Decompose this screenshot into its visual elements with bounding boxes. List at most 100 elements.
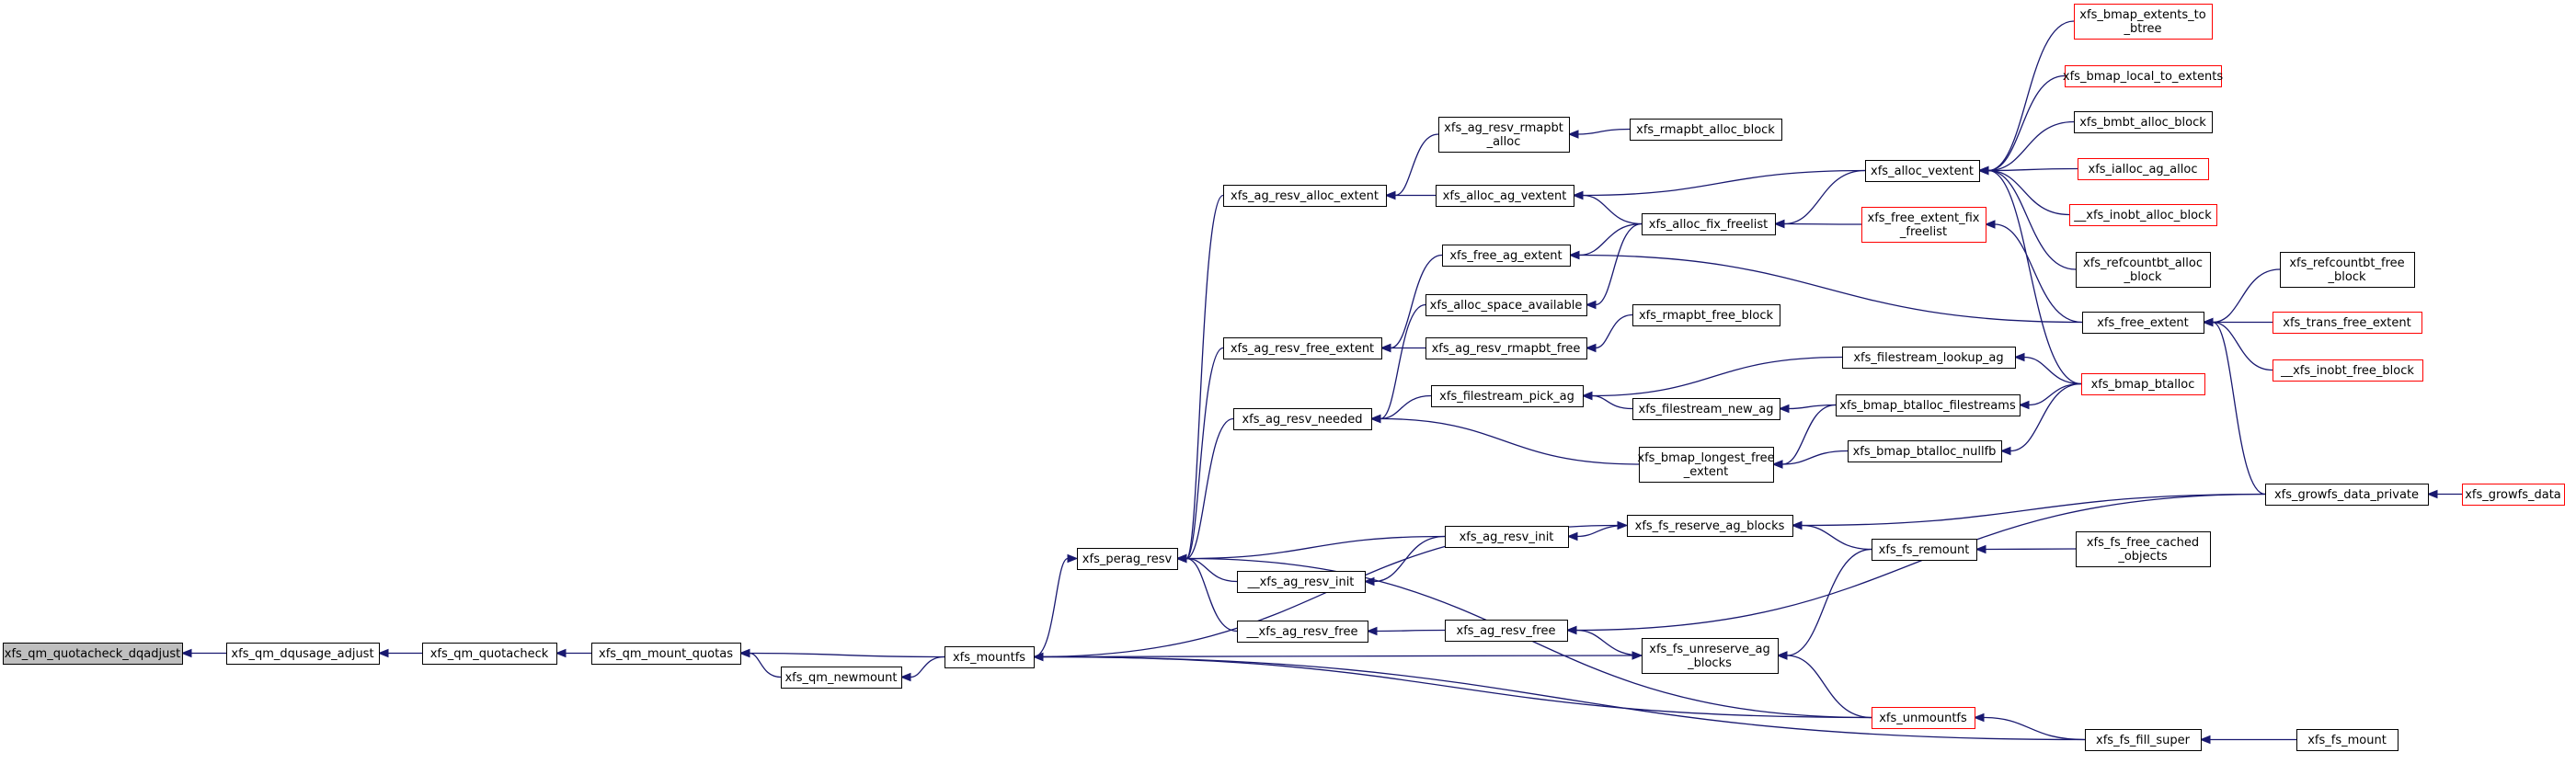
edge-bmapextentstobtree-to-allocvextent <box>1987 20 2075 172</box>
node-label: _objects <box>2117 550 2168 564</box>
node-label: xfs_free_extent_fix <box>1868 211 1980 225</box>
node-label: __xfs_ag_resv_init <box>1247 576 1355 589</box>
node-agresvinit[interactable]: xfs_ag_resv_init <box>1445 526 1569 548</box>
edge-unmountfs-to-fsunreserveag <box>1786 655 1872 719</box>
node-label: xfs_rmapbt_alloc_block <box>1636 123 1775 137</box>
node-fsfreecached[interactable]: xfs_fs_free_cached_objects <box>2076 531 2211 567</box>
node-unmountfs[interactable]: xfs_unmountfs <box>1872 707 1975 729</box>
node-dqusage[interactable]: xfs_qm_dqusage_adjust <box>226 643 380 665</box>
node-label: xfs_qm_quotacheck_dqadjust <box>5 647 180 661</box>
node-newmount[interactable]: xfs_qm_newmount <box>781 667 902 689</box>
node-label: xfs_bmap_btalloc <box>2091 378 2195 392</box>
node-iallocagalloc[interactable]: xfs_ialloc_ag_alloc <box>2078 158 2209 180</box>
node-box <box>1848 440 2002 462</box>
node-label: xfs_ag_resv_needed <box>1242 413 1362 427</box>
node-mountfs[interactable]: xfs_mountfs <box>945 646 1035 668</box>
node-box <box>1630 119 1782 141</box>
edge-arrowhead <box>1776 651 1788 660</box>
node-box <box>1872 539 1977 561</box>
node-agresvrmapbtfree[interactable]: xfs_ag_resv_rmapbt_free <box>1425 337 1587 359</box>
node-mountquotas[interactable]: xfs_qm_mount_quotas <box>591 643 741 665</box>
node-growfsdata[interactable]: xfs_growfs_data <box>2462 484 2565 506</box>
edge-growfsdataprivate-to-freeextent <box>2212 321 2266 496</box>
node-label: xfs_qm_mount_quotas <box>599 647 733 661</box>
edge-agresvinit-to-peragresv <box>1185 535 1446 560</box>
node-agresvrmapbtalloc[interactable]: xfs_ag_resv_rmapbt_alloc <box>1438 117 1570 153</box>
node-filestreampickag[interactable]: xfs_filestream_pick_ag <box>1431 385 1584 407</box>
node-label: xfs_fs_reserve_ag_blocks <box>1635 519 1785 533</box>
edge-arrowhead <box>1369 414 1381 424</box>
node-growfsdataprivate[interactable]: xfs_growfs_data_private <box>2265 484 2429 506</box>
node-peragresv[interactable]: xfs_perag_resv <box>1077 548 1178 570</box>
node-allocfixfreelist[interactable]: xfs_alloc_fix_freelist <box>1642 213 1776 235</box>
node-fsfillsuper[interactable]: xfs_fs_fill_super <box>2085 729 2202 751</box>
edge-arrowhead <box>1975 544 1986 554</box>
node-bmapbtalloc[interactable]: xfs_bmap_btalloc <box>2081 373 2205 395</box>
edge-arrowhead <box>1380 343 1391 353</box>
node-__inobtfreeblock[interactable]: __xfs_inobt_free_block <box>2273 359 2423 382</box>
edge-arrowhead <box>899 672 911 682</box>
node-__agresvfree[interactable]: __xfs_ag_resv_free <box>1237 621 1368 643</box>
node-refcountbtfreeblock[interactable]: xfs_refcountbt_free_block <box>2280 252 2415 288</box>
edge-bmaplongestfree-to-agresvneeded <box>1380 417 1640 465</box>
edge-arrowhead <box>1565 625 1577 635</box>
edge-arrowhead <box>2202 317 2214 327</box>
node-box <box>1445 526 1569 548</box>
node-bmbtallocblock[interactable]: xfs_bmbt_alloc_block <box>2074 111 2213 133</box>
edge-arrowhead <box>1366 626 1378 636</box>
node-freeagextent[interactable]: xfs_free_ag_extent <box>1442 245 1571 267</box>
edges-layer <box>180 20 2462 745</box>
node-label: xfs_filestream_pick_ag <box>1439 390 1574 404</box>
edge-arrowhead <box>1973 712 1985 723</box>
node-fsunreserveag[interactable]: xfs_fs_unreserve_ag_blocks <box>1642 638 1779 674</box>
node-box <box>1632 398 1780 420</box>
node-filestreamnewag[interactable]: xfs_filestream_new_ag <box>1632 398 1780 420</box>
node-fsmount[interactable]: xfs_fs_mount <box>2296 729 2399 751</box>
node-agresvneeded[interactable]: xfs_ag_resv_needed <box>1233 408 1372 430</box>
node-allocspaceavail[interactable]: xfs_alloc_space_available <box>1425 294 1587 316</box>
edge-freeextent-to-freeextentfix <box>1994 223 2083 324</box>
node-label: xfs_ialloc_ag_alloc <box>2089 163 2198 177</box>
edge-refcountbtfreeblock-to-freeextent <box>2212 268 2281 324</box>
node-refcountbtallocblock[interactable]: xfs_refcountbt_alloc_block <box>2076 252 2211 288</box>
node-__inobtallocblock[interactable]: __xfs_inobt_alloc_block <box>2069 204 2217 226</box>
edge-arrowhead <box>1771 460 1783 469</box>
edge-arrowhead <box>1572 190 1584 200</box>
node-transfreeextent[interactable]: xfs_trans_free_extent <box>2273 312 2422 334</box>
node-label: xfs_alloc_vextent <box>1871 165 1974 178</box>
node-freeextentfix[interactable]: xfs_free_extent_fix_freelist <box>1861 207 1986 243</box>
node-bmapbtallocfs[interactable]: xfs_bmap_btalloc_filestreams <box>1836 394 2021 416</box>
node-box <box>2081 373 2205 395</box>
node-filestreamlookupag[interactable]: xfs_filestream_lookup_ag <box>1842 347 2016 369</box>
node-allocagvextent[interactable]: xfs_alloc_ag_vextent <box>1436 185 1574 207</box>
node-__agresvinit[interactable]: __xfs_ag_resv_init <box>1237 571 1366 593</box>
edge-agresvfreeext-to-peragresv <box>1185 347 1224 560</box>
node-box <box>1233 408 1372 430</box>
node-box <box>422 643 557 665</box>
node-fsremount[interactable]: xfs_fs_remount <box>1872 539 1977 561</box>
edge-fsremount-to-fsunreserveag <box>1786 548 1872 656</box>
edge-fsfreecached-to-fsremount <box>1985 548 2077 551</box>
node-label: xfs_ag_resv_free_extent <box>1231 342 1374 356</box>
node-agresvallocext[interactable]: xfs_ag_resv_alloc_extent <box>1223 185 1387 207</box>
node-bmaplongestfree[interactable]: xfs_bmap_longest_free_extent <box>1637 447 1775 483</box>
edge-allocspaceavail-to-agresvneeded <box>1380 303 1426 420</box>
nodes-layer: xfs_qm_quotacheck_dqadjust xfs_qm_dqusage… <box>3 4 2565 751</box>
node-agresvfreeext[interactable]: xfs_ag_resv_free_extent <box>1223 337 1382 359</box>
node-quotacheck[interactable]: xfs_qm_quotacheck <box>422 643 557 665</box>
edge-bmbtallocblock-to-allocvextent <box>1987 120 2075 172</box>
node-label: xfs_qm_newmount <box>784 671 897 685</box>
node-agresvfree[interactable]: xfs_ag_resv_free <box>1445 620 1568 642</box>
node-freeextent[interactable]: xfs_free_extent <box>2082 312 2204 334</box>
node-bmapextentstobtree[interactable]: xfs_bmap_extents_to_btree <box>2074 4 2213 40</box>
node-bmapbtallocnullfb[interactable]: xfs_bmap_btalloc_nullfb <box>1848 440 2002 462</box>
node-bmaplocaltoextents[interactable]: xfs_bmap_local_to_extents <box>2063 65 2223 87</box>
node-rmapbtallocblock[interactable]: xfs_rmapbt_alloc_block <box>1630 119 1782 141</box>
node-fsreserveagblocks[interactable]: xfs_fs_reserve_ag_blocks <box>1627 515 1793 537</box>
node-allocvextent[interactable]: xfs_alloc_vextent <box>1865 160 1980 182</box>
node-rmapbtfreeblock[interactable]: xfs_rmapbt_free_block <box>1632 304 1780 326</box>
node-label: xfs_ag_resv_rmapbt_free <box>1432 342 1581 356</box>
edge-arrowhead <box>1567 130 1579 139</box>
edge-allocvextent-to-allocagvextent <box>1582 169 1866 197</box>
node-label: xfs_unmountfs <box>1879 712 1967 725</box>
